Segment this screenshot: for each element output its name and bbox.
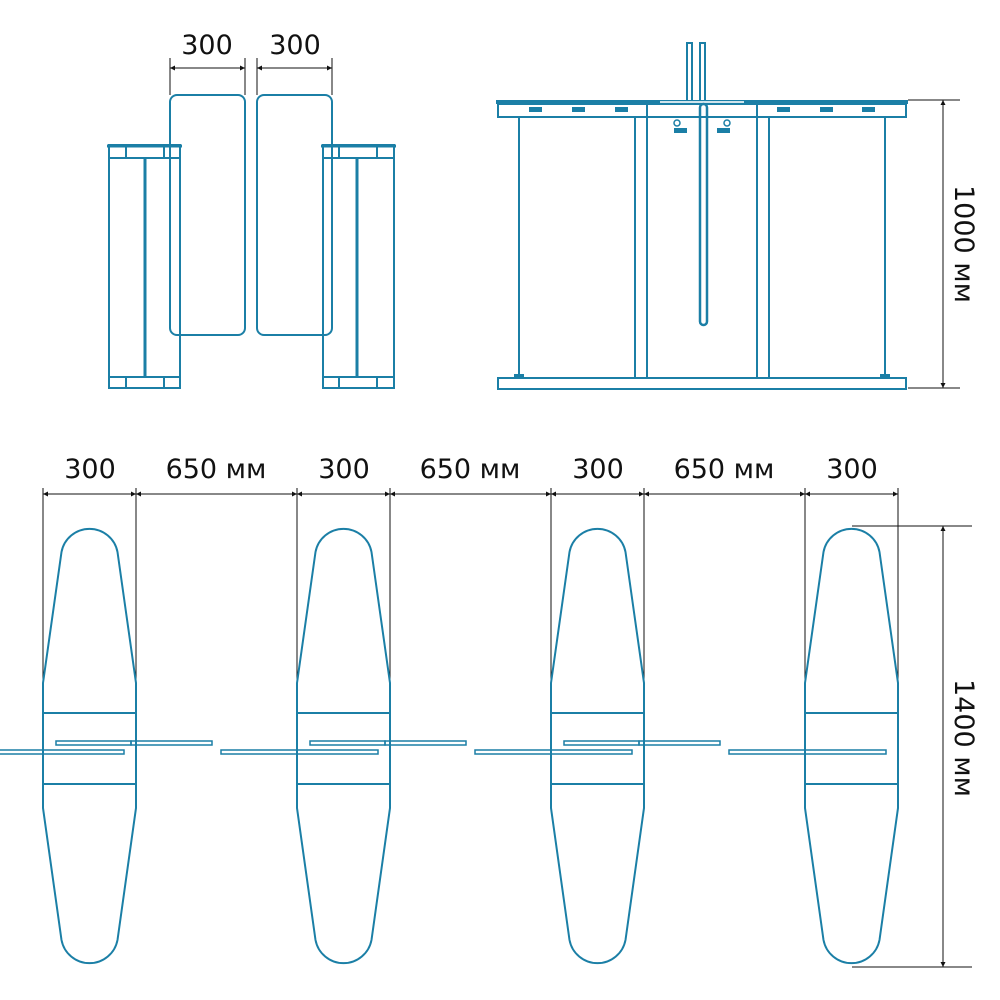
height-label: 1000 мм — [948, 185, 979, 303]
wing-flap — [550, 749, 633, 755]
base-plate — [497, 377, 907, 390]
dimension-label: 300 — [181, 30, 233, 61]
pedestal-left — [107, 144, 182, 389]
dimension-300-right: 300 — [256, 30, 333, 95]
wing-flap — [804, 749, 887, 755]
pedestal-top — [42, 527, 137, 965]
wing-flap — [728, 749, 806, 755]
pedestal-top — [804, 527, 899, 965]
pedestal-right — [321, 144, 396, 389]
wing-flap — [130, 740, 213, 746]
wing-flap — [0, 749, 44, 755]
wing-flap — [220, 749, 298, 755]
wing-flap — [42, 749, 125, 755]
width-label: 650 мм — [166, 454, 267, 485]
glass-panel-left — [169, 94, 246, 336]
width-label: 300 — [64, 454, 116, 485]
wing-flap — [474, 749, 552, 755]
width-label: 300 — [572, 454, 624, 485]
dimension-height: 1000 мм — [908, 99, 979, 389]
dimension-length: 1400 мм — [852, 525, 979, 968]
wing-flap — [563, 740, 640, 746]
front-view: 1000 мм — [496, 42, 979, 390]
wing-flap — [296, 749, 379, 755]
gate-flap-front — [698, 102, 709, 327]
wing-flap — [638, 740, 721, 746]
top-view: 300 650 мм 300 650 мм 300 650 мм 300 140… — [0, 454, 979, 968]
dimension-widths: 300 650 мм 300 650 мм 300 650 мм 300 — [42, 454, 899, 680]
pedestal-top — [550, 527, 645, 965]
glass-panel-right — [256, 94, 333, 336]
wing-flap — [55, 740, 132, 746]
width-label: 300 — [318, 454, 370, 485]
width-label: 650 мм — [420, 454, 521, 485]
pedestal-top — [296, 527, 391, 965]
gate-flap — [686, 42, 693, 104]
width-label: 300 — [826, 454, 878, 485]
wing-flap — [309, 740, 386, 746]
width-label: 650 мм — [674, 454, 775, 485]
side-view: 300 300 — [107, 30, 396, 389]
wing-flap — [384, 740, 467, 746]
length-label: 1400 мм — [948, 679, 979, 797]
dimension-label: 300 — [269, 30, 321, 61]
dimension-300-left: 300 — [169, 30, 246, 95]
